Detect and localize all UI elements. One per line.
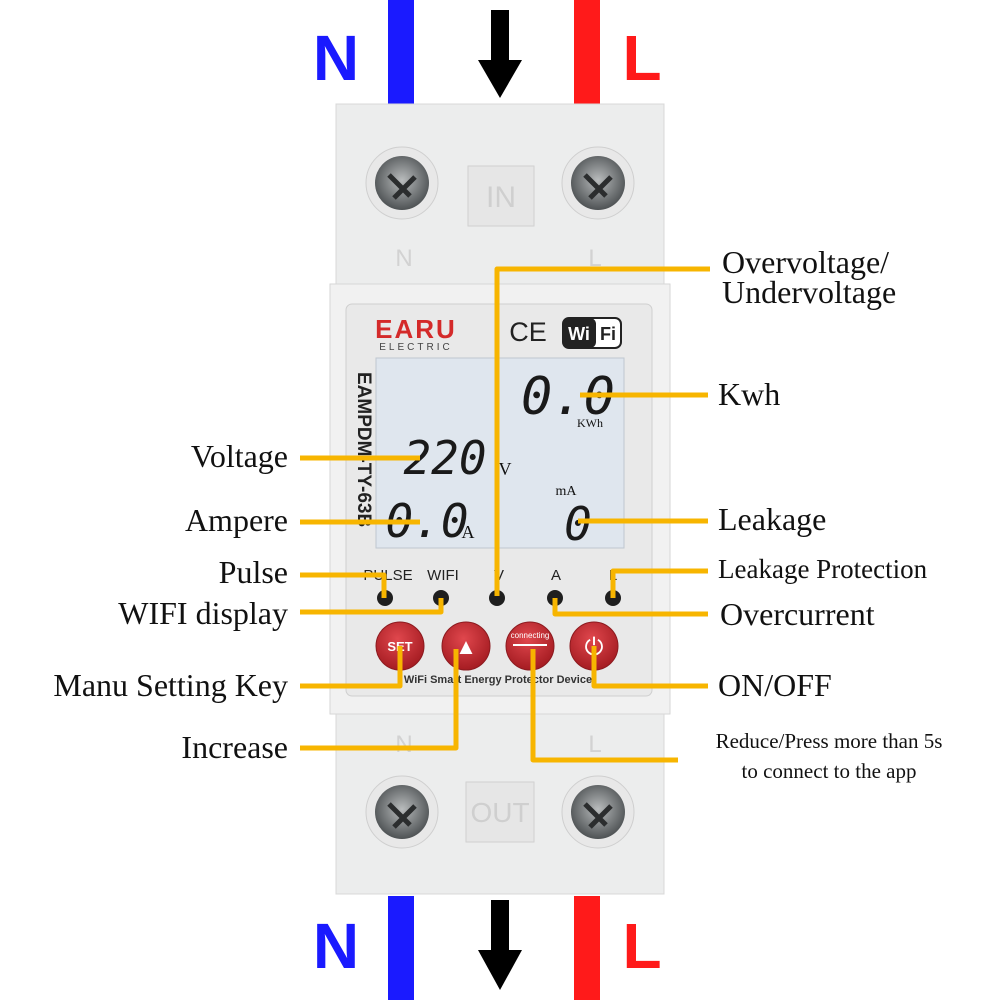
leader-wifi-display xyxy=(300,598,444,615)
increase-button[interactable]: ▲ xyxy=(441,621,491,671)
brand-logo: EARU xyxy=(375,314,457,344)
wifi-badge-fi: Fi xyxy=(600,324,616,344)
callout-wifi-display: WIFI display xyxy=(118,595,288,631)
lcd-screen xyxy=(375,357,625,549)
out-label: OUT xyxy=(470,797,529,828)
leader-increase xyxy=(300,649,459,751)
leader-lines xyxy=(300,266,710,763)
wire-letter-top-right: L xyxy=(622,22,661,94)
indicator-label-a: A xyxy=(551,567,561,584)
callout-increase: Increase xyxy=(181,729,288,765)
leader-reduce xyxy=(530,649,678,763)
screw-terminal-bottom-right xyxy=(561,775,635,849)
in-label: IN xyxy=(486,181,516,214)
callout-ampere: Ampere xyxy=(185,502,288,538)
callout-overvoltage-line1: Overvoltage/ xyxy=(722,244,889,280)
down-arrow-bottom-icon xyxy=(478,900,522,990)
voltage-led xyxy=(489,590,505,606)
neutral-wire-bottom xyxy=(388,896,414,1000)
screw-terminal-bottom-left xyxy=(365,775,439,849)
terminal-label-top-left: N xyxy=(395,245,412,272)
callout-leakage: Leakage xyxy=(718,501,826,537)
screw-terminal-top-right xyxy=(561,146,635,220)
callout-overcurrent: Overcurrent xyxy=(720,596,875,632)
lcd-ampere-unit: A xyxy=(462,522,475,542)
live-wire-bottom xyxy=(574,896,600,1000)
leader-pulse xyxy=(300,572,387,598)
wire-letter-top-left: N xyxy=(313,22,359,94)
lcd-kwh-unit: KWh xyxy=(577,416,603,430)
callout-on-off: ON/OFF xyxy=(718,667,832,703)
callout-leakage-protection: Leakage Protection xyxy=(718,554,928,584)
connecting-button-label: connecting xyxy=(511,631,550,640)
terminal-label-top-right: L xyxy=(588,245,601,272)
indicator-label-pulse: PULSE xyxy=(363,567,412,584)
brand-sub: ELECTRIC xyxy=(379,342,452,353)
lcd-voltage-unit: V xyxy=(499,459,512,479)
leader-overvoltage xyxy=(494,266,710,596)
leader-overcurrent xyxy=(552,598,708,617)
live-wire-top xyxy=(574,0,600,104)
connecting-button[interactable]: connecting xyxy=(505,621,555,671)
neutral-wire-top xyxy=(388,0,414,104)
callout-voltage: Voltage xyxy=(191,438,288,474)
model-number: EAMPDM-TY-63B xyxy=(353,372,374,527)
callout-reduce-line2: to connect to the app xyxy=(742,759,917,783)
terminal-label-bottom-left: N xyxy=(395,731,412,758)
wifi-badge: Wi Fi xyxy=(562,317,622,349)
leader-on-off xyxy=(591,646,708,689)
terminal-label-bottom-right: L xyxy=(588,731,601,758)
callout-kwh: Kwh xyxy=(718,376,780,412)
wire-letter-bottom-right: L xyxy=(622,910,661,982)
ce-mark: CE xyxy=(509,317,547,347)
callout-reduce-line1: Reduce/Press more than 5s xyxy=(716,729,943,753)
wifi-badge-wi: Wi xyxy=(568,324,590,344)
lcd-leakage-unit: mA xyxy=(556,484,578,499)
lcd-leakage-value: 0 xyxy=(564,497,592,551)
wire-letter-bottom-left: N xyxy=(313,910,359,982)
callout-pulse: Pulse xyxy=(219,554,288,590)
leader-menu-setting xyxy=(300,646,403,689)
up-arrow-icon: ▲ xyxy=(455,634,477,659)
screw-terminal-top-left xyxy=(365,146,439,220)
callout-overvoltage-line2: Undervoltage xyxy=(722,274,896,310)
indicator-label-wifi: WIFI xyxy=(427,567,459,584)
callout-menu-setting-key: Manu Setting Key xyxy=(53,667,288,703)
panel-footer: WiFi Smart Energy Protector Device xyxy=(404,674,592,686)
leader-leakage-protection xyxy=(610,568,708,598)
down-arrow-top-icon xyxy=(478,10,522,98)
